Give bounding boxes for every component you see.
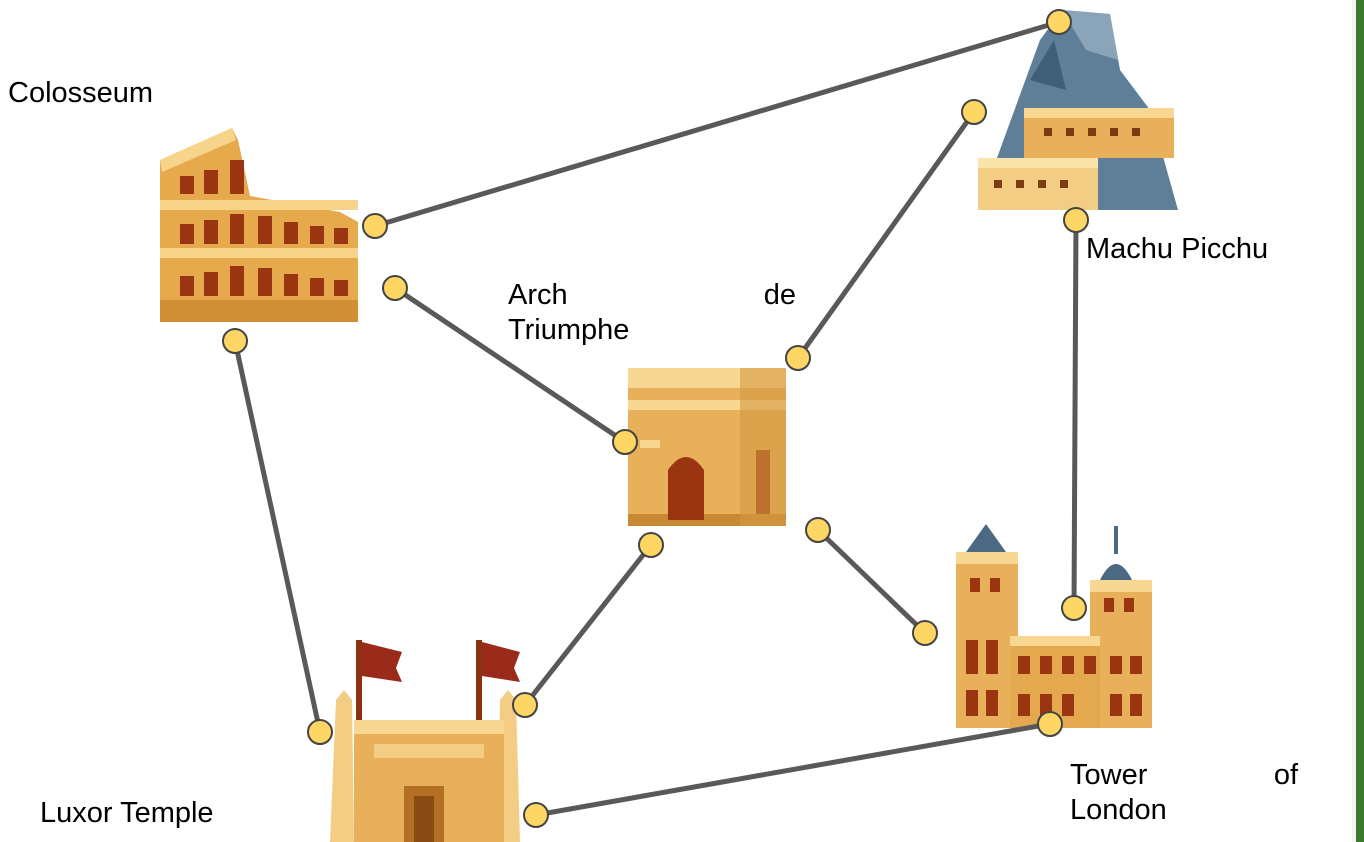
connection-handles xyxy=(222,9,1089,828)
arch-de-triumphe-icon[interactable] xyxy=(628,368,786,526)
right-edge-accent-rule xyxy=(1356,0,1364,842)
tower-label-line-1: Tower of xyxy=(1070,758,1298,793)
machu-picchu-icon[interactable] xyxy=(978,10,1178,210)
arch-de-triumphe-label[interactable]: Arch de Triumphe xyxy=(508,278,796,348)
link-colosseum-luxor[interactable] xyxy=(232,338,323,735)
link-arch-machu-picchu[interactable] xyxy=(795,109,977,361)
handle-colosseum-lower-right[interactable] xyxy=(382,275,408,301)
link-luxor-tower[interactable] xyxy=(533,721,1053,818)
link-colosseum-machu-picchu[interactable] xyxy=(372,19,1062,229)
link-arch-tower[interactable] xyxy=(815,527,928,636)
right-edge-gap xyxy=(1352,0,1356,842)
arch-label-word-de: de xyxy=(763,279,796,311)
tower-of-london-icon[interactable] xyxy=(956,524,1152,728)
handle-machu-picchu-bottom[interactable] xyxy=(1063,207,1089,233)
tower-label-line-2: London xyxy=(1070,793,1167,826)
handle-arch-bottom[interactable] xyxy=(638,532,664,558)
handle-colosseum-bottom[interactable] xyxy=(222,328,248,354)
handle-colosseum-right[interactable] xyxy=(362,213,388,239)
handle-luxor-bottom-right[interactable] xyxy=(523,802,549,828)
tower-of-london-label[interactable]: Tower of London xyxy=(1070,758,1298,828)
tower-label-word-of: of xyxy=(1273,759,1298,791)
arch-label-word-arch: Arch xyxy=(508,279,568,311)
colosseum-label[interactable]: Colosseum xyxy=(8,77,154,109)
link-colosseum-arch[interactable] xyxy=(392,285,628,445)
handle-arch-top-right[interactable] xyxy=(785,345,811,371)
handle-machu-picchu-top[interactable] xyxy=(1046,9,1072,35)
link-arch-luxor[interactable] xyxy=(522,542,654,708)
link-machu-picchu-tower[interactable] xyxy=(1071,217,1079,611)
arch-label-line-2: Triumphe xyxy=(508,313,630,346)
machu-picchu-label[interactable]: Machu Picchu xyxy=(1086,233,1269,265)
connector-lines xyxy=(232,19,1079,818)
handle-tower-bottom[interactable] xyxy=(1037,711,1063,737)
handle-arch-bottom-right[interactable] xyxy=(805,517,831,543)
luxor-temple-icon[interactable] xyxy=(330,640,520,842)
handle-machu-picchu-left[interactable] xyxy=(961,99,987,125)
luxor-temple-label[interactable]: Luxor Temple xyxy=(40,797,214,829)
handle-luxor-top-right[interactable] xyxy=(512,692,538,718)
arch-label-line-1: Arch de xyxy=(508,278,796,313)
handle-tower-top[interactable] xyxy=(1061,595,1087,621)
tower-label-word-tower: Tower xyxy=(1070,759,1148,791)
handle-arch-left[interactable] xyxy=(612,429,638,455)
handle-luxor-left[interactable] xyxy=(307,719,333,745)
colosseum-icon[interactable] xyxy=(160,128,358,322)
handle-tower-left[interactable] xyxy=(912,620,938,646)
